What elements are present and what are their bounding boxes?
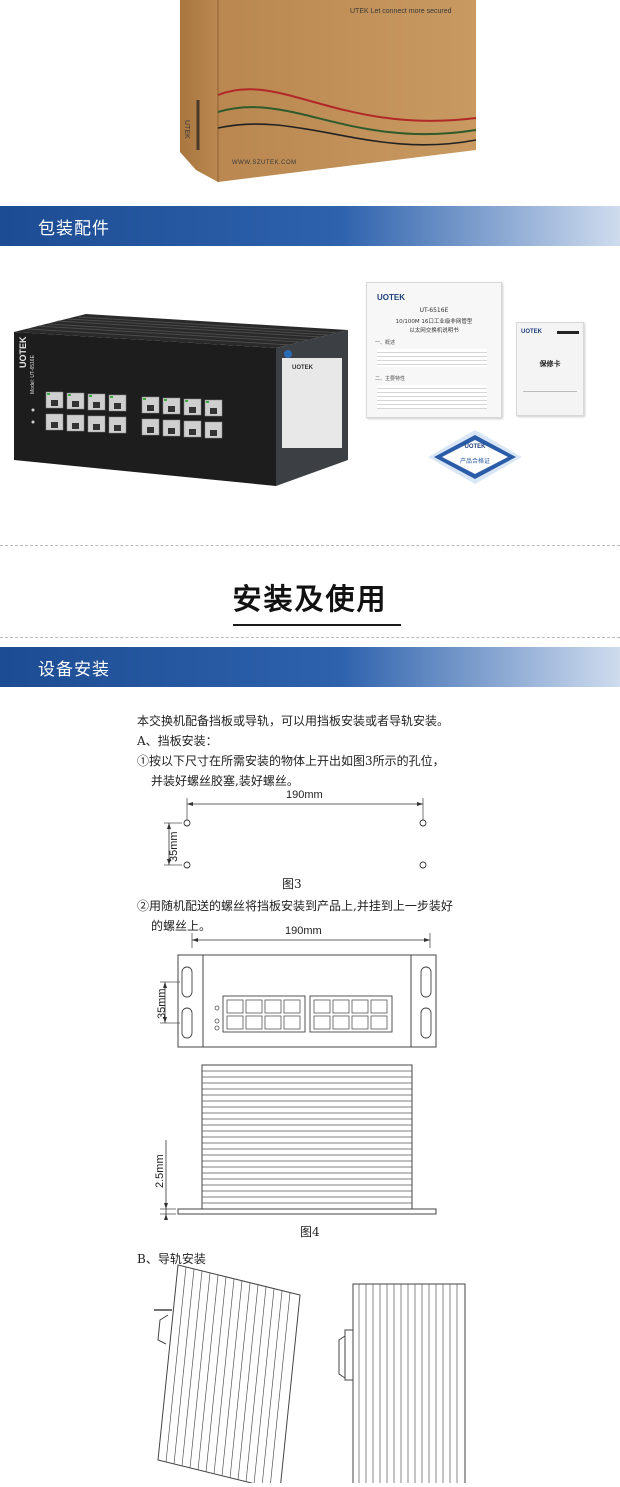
divider-middle: [0, 637, 620, 638]
figure4-top-diagram: 2.5mm: [150, 1060, 450, 1220]
instruction-intro: 本交换机配备挡板或导轨，可以用挡板安装或者导轨安装。: [137, 714, 450, 728]
instruction-step1-line1: ①按以下尺寸在所需安装的物体上开出如图3所示的孔位，: [137, 754, 445, 768]
box-slogan: UTEK Let connect more secured: [350, 8, 452, 15]
switch-side-label: UOTEK: [292, 365, 313, 371]
switch-product-image: UOTEK Model: UT-6516E UOTEK: [8, 310, 353, 490]
divider-top: [0, 545, 620, 546]
instruction-step1-line2: 并装好螺丝胶塞,装好螺丝。: [151, 774, 299, 788]
manual-model: UT-6516E: [419, 307, 449, 314]
certificate-brand: UOTEK: [464, 444, 486, 450]
manual-title-line1: 10/100M 16口工业级非网管型: [395, 319, 473, 325]
figure4-caption: 图4: [300, 1225, 320, 1239]
section-banner-device-install: 设备安装: [0, 647, 620, 687]
section-title-packaging: 包装配件: [38, 219, 110, 239]
box-website: WWW.SZUTEK.COM: [232, 160, 297, 166]
instruction-b-title: B、导轨安装: [137, 1252, 206, 1266]
warranty-card-image: UOTEK 保修卡: [516, 322, 584, 416]
figure4-height-label: 35mm: [156, 988, 168, 1019]
user-manual-image: UOTEK UT-6516E 10/100M 16口工业级非网管型 以太网交换机…: [366, 282, 502, 418]
rail-install-mounted-diagram: [335, 1280, 475, 1485]
title-underline: [233, 624, 401, 626]
figure3-diagram: 190mm 35mm: [160, 789, 440, 870]
figure3-caption: 图3: [282, 877, 302, 891]
manual-title-line2: 以太网交换机说明书: [409, 328, 459, 334]
figure3-height-label: 35mm: [168, 831, 180, 862]
rail-install-tilted-diagram: [150, 1260, 310, 1487]
certificate-badge-image: UOTEK 产品合格证: [428, 430, 522, 484]
figure4-width-label: 190mm: [285, 925, 322, 937]
section-title-install-use: 安装及使用: [232, 582, 388, 616]
warranty-title: 保修卡: [539, 360, 561, 368]
manual-section1: 一、概述: [375, 340, 396, 346]
switch-brand: UOTEK: [18, 336, 28, 369]
section-banner-packaging: 包装配件: [0, 206, 620, 246]
figure4-depth-label: 2.5mm: [154, 1154, 166, 1188]
instruction-a-title: A、挡板安装：: [137, 734, 218, 748]
instruction-step2-line2: 的螺丝上。: [151, 919, 212, 933]
switch-model: Model: UT-6516E: [30, 355, 36, 394]
figure3-width-label: 190mm: [286, 789, 323, 801]
manual-brand: UOTEK: [377, 293, 405, 302]
box-side-brand: UTEK: [183, 120, 190, 139]
section-title-device-install: 设备安装: [38, 660, 110, 680]
figure4-front-diagram: 190mm 35mm: [150, 925, 450, 1053]
manual-section2: 二、主要特性: [375, 376, 406, 382]
warranty-brand: UOTEK: [521, 329, 542, 335]
product-box-image: UTEK Let connect more secured WWW.SZUTEK…: [0, 0, 620, 200]
certificate-text: 产品合格证: [459, 458, 490, 465]
instruction-step2-line1: ②用随机配送的螺丝将挡板安装到产品上,并挂到上一步装好: [137, 899, 453, 913]
